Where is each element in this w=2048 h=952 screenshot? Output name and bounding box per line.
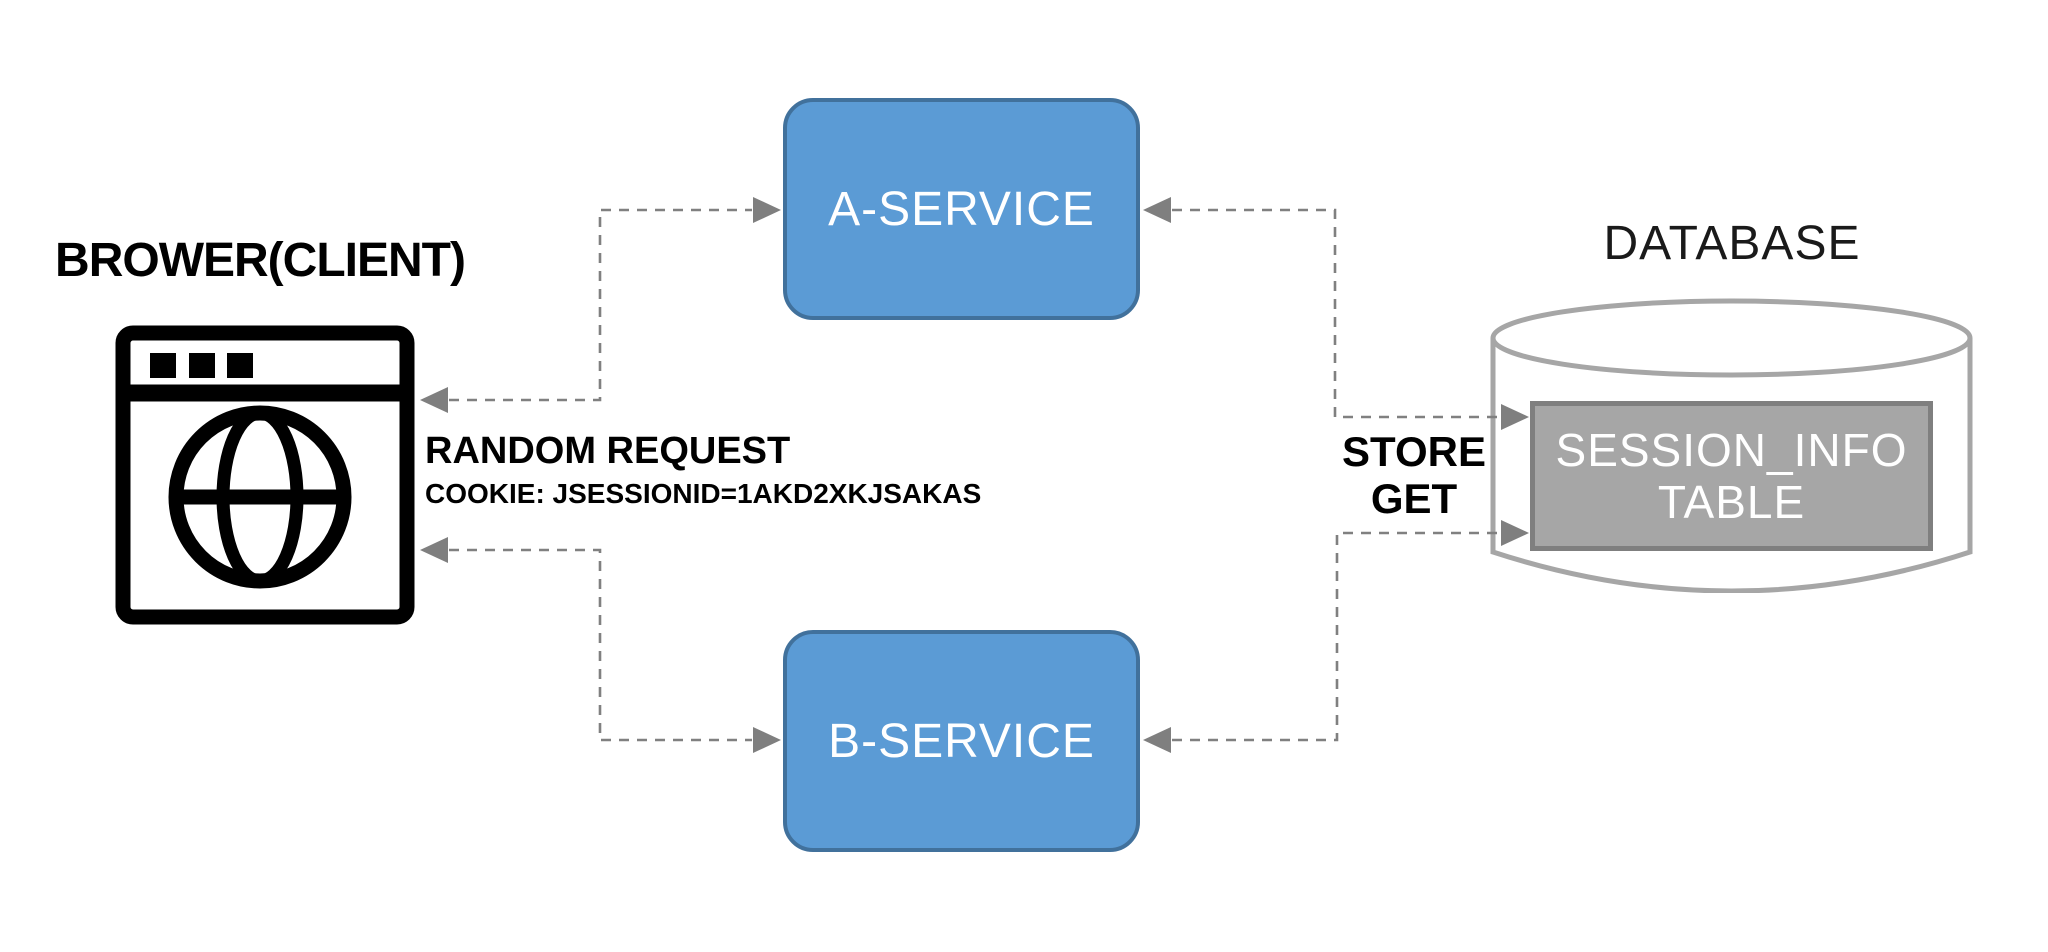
session-table-name: SESSION_INFO	[1555, 424, 1908, 476]
titlebar-square-icon	[189, 353, 215, 378]
titlebar-square-icon	[227, 353, 253, 378]
session-table-box: SESSION_INFO TABLE	[1530, 401, 1933, 551]
request-annotation: RANDOM REQUEST COOKIE: JSESSIONID=1AKD2X…	[425, 428, 1065, 514]
arrowhead-icon	[1143, 727, 1171, 753]
arrowhead-icon	[420, 537, 448, 563]
connector-client-a-service	[420, 197, 781, 413]
connector-client-b-service	[420, 537, 781, 753]
browser-globe-icon	[115, 325, 415, 625]
titlebar-square-icon	[150, 353, 176, 378]
db-operations-annotation: STORE GET	[1338, 428, 1490, 522]
dashed-connector-line	[449, 548, 752, 742]
dashed-connector-line	[1172, 208, 1500, 419]
arrowhead-icon	[1143, 197, 1171, 223]
service-b-box: B-SERVICE	[783, 630, 1140, 852]
connector-a-service-database	[1143, 197, 1529, 430]
store-label: STORE	[1342, 428, 1486, 475]
cylinder-top	[1490, 298, 1973, 378]
session-table-word: TABLE	[1657, 476, 1806, 528]
service-a-box: A-SERVICE	[783, 98, 1140, 320]
client-label: BROWER(CLIENT)	[55, 234, 466, 287]
get-label: GET	[1370, 475, 1458, 522]
request-title: RANDOM REQUEST	[425, 430, 791, 472]
service-a-label: A-SERVICE	[828, 182, 1095, 236]
arrowhead-icon	[420, 387, 448, 413]
dashed-connector-line	[1172, 531, 1500, 742]
service-b-label: B-SERVICE	[828, 714, 1095, 768]
arrowhead-icon	[753, 727, 781, 753]
database-label: DATABASE	[1603, 217, 1861, 270]
request-cookie: COOKIE: JSESSIONID=1AKD2XKJSAKAS	[425, 478, 982, 509]
arrowhead-icon	[753, 197, 781, 223]
connector-b-service-database	[1143, 520, 1529, 753]
globe-icon	[168, 405, 352, 589]
